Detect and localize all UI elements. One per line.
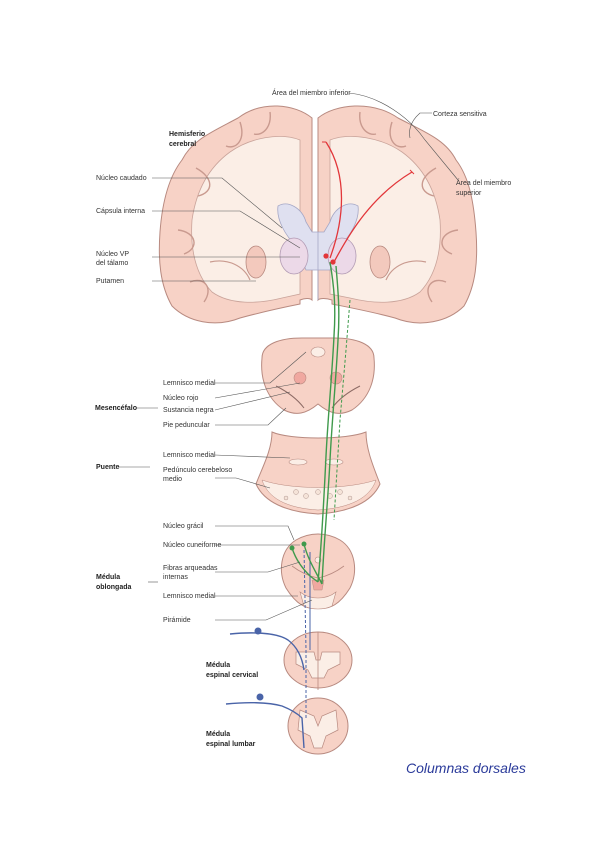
- label-lemnisco-medial-mes: Lemnisco medial: [163, 380, 216, 387]
- label-pedunculo-1: Pedúnculo cerebeloso: [163, 467, 232, 474]
- label-medula-oblongada-1: Médula: [96, 574, 120, 581]
- tracts: [225, 141, 415, 749]
- label-medula-lumbar-1: Médula: [206, 731, 230, 738]
- label-nucleo-cuneiforme: Núcleo cuneiforme: [163, 542, 221, 549]
- afferent-ganglion-cervical: [254, 627, 262, 635]
- label-sustancia-negra: Sustancia negra: [163, 407, 214, 414]
- label-nucleo-rojo: Núcleo rojo: [163, 395, 199, 402]
- label-piramide: Pirámide: [163, 617, 191, 624]
- caption: Columnas dorsales: [406, 760, 526, 776]
- label-medula-cervical-1: Médula: [206, 662, 230, 669]
- label-capsula-interna: Cápsula interna: [96, 208, 145, 215]
- label-puente: Puente: [96, 464, 119, 471]
- labels: Área del miembro inferior Corteza sensit…: [95, 88, 526, 776]
- label-medula-cervical-2: espinal cervical: [206, 672, 258, 679]
- label-nucleo-vp-2: del tálamo: [96, 260, 128, 267]
- midbrain-section: [261, 337, 375, 414]
- label-hemisferio-1: Hemisferio: [169, 131, 205, 138]
- label-lemnisco-medial-puente: Lemnisco medial: [163, 452, 216, 459]
- label-corteza-sensitiva: Corteza sensitiva: [433, 111, 487, 118]
- lumbar-cord-section: [287, 697, 349, 755]
- label-medula-oblongada-2: oblongada: [96, 584, 131, 591]
- afferent-ganglion-lumbar: [256, 693, 264, 701]
- label-area-miembro-inferior: Área del miembro inferior: [272, 88, 351, 97]
- label-pie-peduncular: Pie peduncular: [163, 422, 210, 429]
- label-fibras-2: internas: [163, 574, 188, 581]
- label-area-miembro-superior-1: Área del miembro: [456, 178, 511, 187]
- leader-lines: [118, 92, 459, 621]
- label-lemnisco-medial-med: Lemnisco medial: [163, 593, 216, 600]
- cervical-cord-section: [283, 631, 353, 690]
- label-medula-lumbar-2: espinal lumbar: [206, 741, 256, 748]
- label-nucleo-vp-1: Núcleo VP: [96, 251, 129, 258]
- label-mesencefalo: Mesencéfalo: [95, 405, 137, 412]
- label-area-miembro-superior-2: superior: [456, 190, 482, 197]
- deep-nuclei: [245, 203, 391, 300]
- label-pedunculo-2: medio: [163, 476, 182, 483]
- label-putamen: Putamen: [96, 278, 124, 285]
- label-hemisferio-2: cerebral: [169, 141, 196, 148]
- cerebral-hemispheres: [158, 105, 478, 324]
- medulla-section: [280, 533, 356, 610]
- label-fibras-1: Fibras arqueadas: [163, 565, 218, 572]
- label-nucleo-gracil: Núcleo grácil: [163, 523, 204, 530]
- pons-section: [255, 431, 381, 515]
- label-nucleo-caudado: Núcleo caudado: [96, 175, 147, 182]
